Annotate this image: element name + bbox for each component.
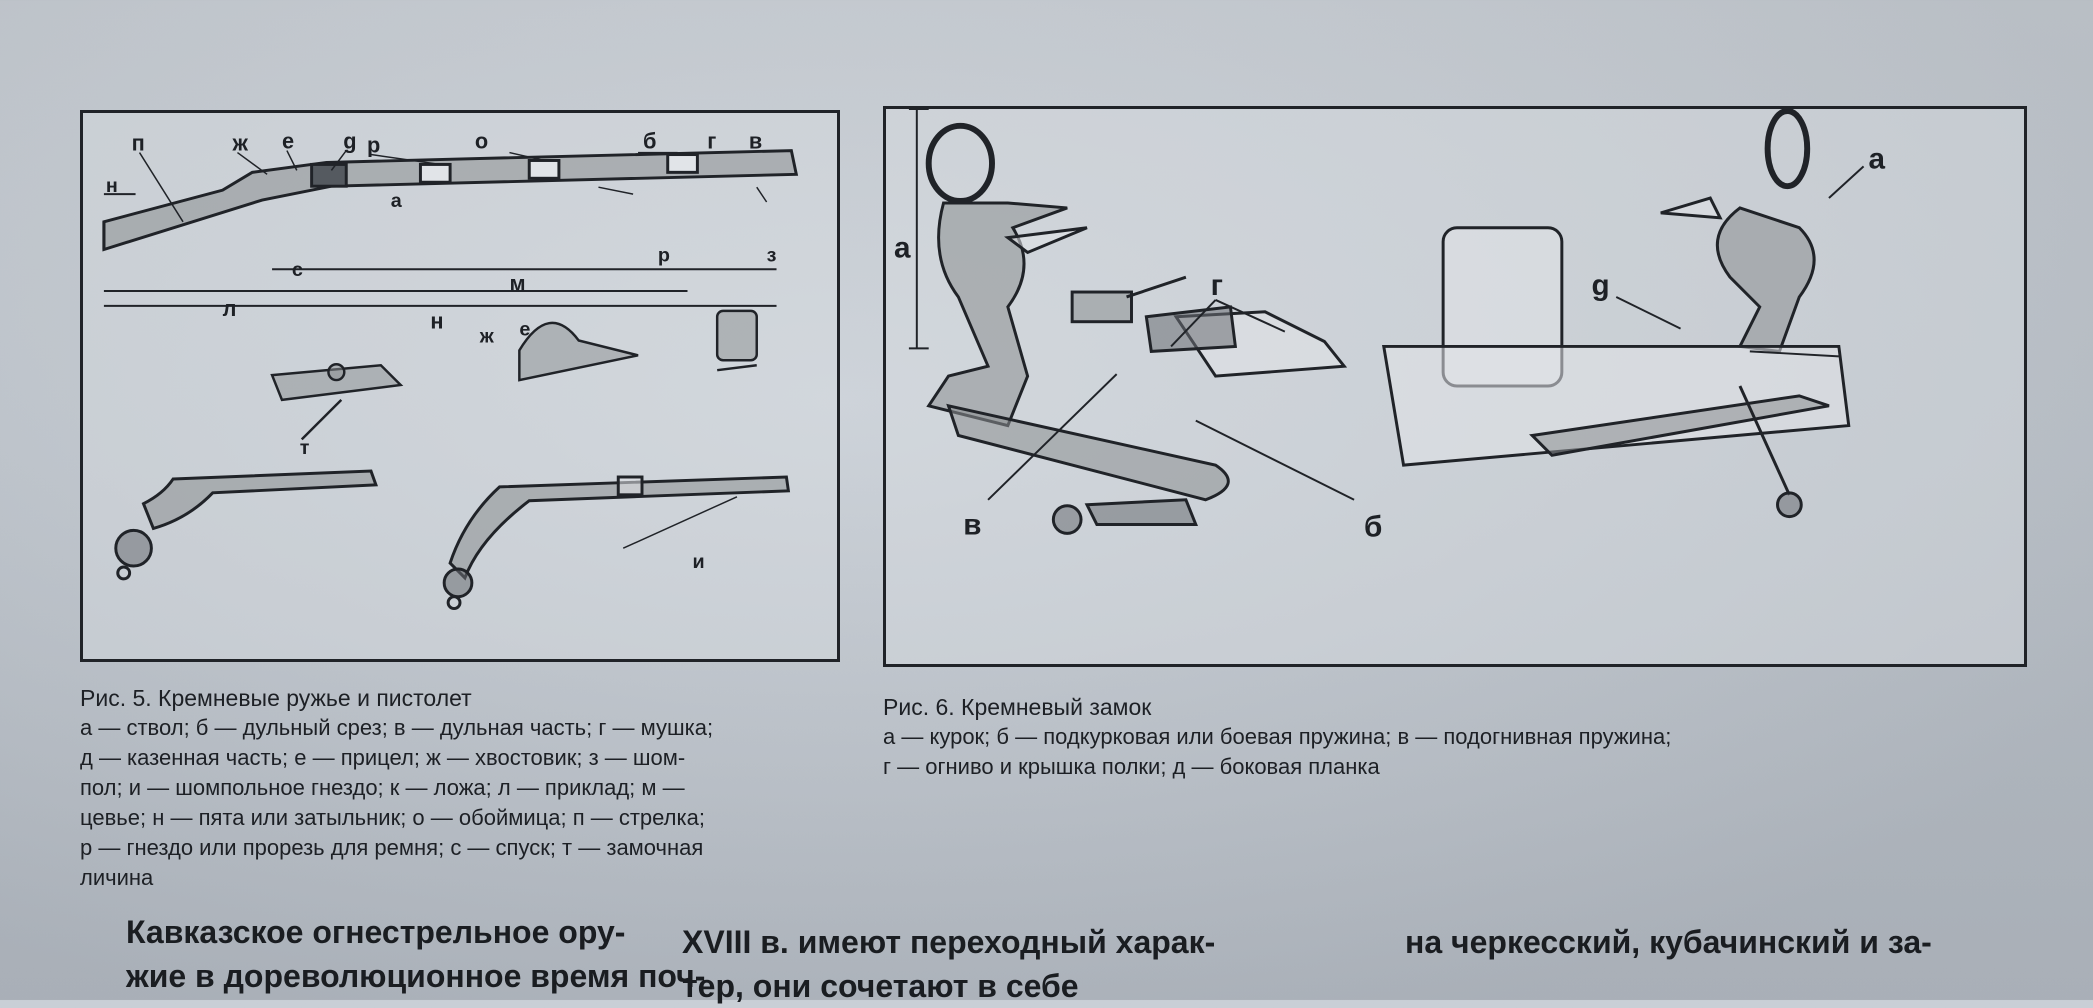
label-n-small: н bbox=[106, 175, 118, 197]
label-g-right: g bbox=[1592, 269, 1610, 302]
label-l: л bbox=[223, 296, 237, 321]
label-e: е bbox=[282, 129, 294, 154]
body-line: XVIII в. имеют переходный харак- bbox=[682, 924, 1216, 960]
label-o: о bbox=[475, 129, 488, 154]
label-v: в bbox=[749, 129, 762, 154]
lock-left-drawing bbox=[925, 122, 1348, 535]
lock-right-drawing bbox=[1382, 109, 1851, 519]
figure-5-caption-line: пол; и — шомпольное гнездо; к — ложа; л … bbox=[80, 775, 685, 800]
label-b: б bbox=[1364, 510, 1382, 543]
figure-6-caption-line: г — огниво и крышка полки; д — боковая п… bbox=[883, 754, 1380, 779]
body-line: на черкесский, кубачинский и за- bbox=[1405, 924, 1932, 960]
label-r: р bbox=[367, 133, 380, 158]
figure-5-caption-line: а — ствол; б — дульный срез; в — дульная… bbox=[80, 715, 714, 740]
figure-5-caption: Рис. 5. Кремневые ружье и пистолет а — с… bbox=[80, 683, 870, 893]
label-t: т bbox=[300, 437, 310, 459]
label-zh2: ж bbox=[479, 325, 495, 347]
label-a: а bbox=[391, 190, 403, 212]
label-a-left: а bbox=[894, 231, 911, 264]
figure-6-frame: а г в б а g bbox=[883, 106, 2027, 667]
label-i: и bbox=[692, 551, 704, 573]
figure-6-caption-line: а — курок; б — подкурковая или боевая пр… bbox=[883, 724, 1672, 749]
figure-5-caption-title: Рис. 5. Кремневые ружье и пистолет bbox=[80, 685, 472, 711]
label-zh: ж bbox=[231, 131, 248, 156]
label-b: б bbox=[643, 129, 656, 154]
body-column-2: XVIII в. имеют переходный харак- тер, он… bbox=[682, 920, 1215, 1008]
figure-5-frame: п ж е g р о б г в а н с м л н з р ж е т … bbox=[80, 110, 840, 662]
label-gh: г bbox=[707, 129, 716, 154]
body-line: Кавказское огнестрельное ору- bbox=[126, 914, 626, 950]
body-line: жие в дореволюционное время поч- bbox=[126, 958, 706, 994]
label-v: в bbox=[963, 508, 981, 541]
body-line: тер, они сочетают в себе bbox=[682, 968, 1079, 1004]
figure-5-caption-line: цевье; н — пята или затыльник; о — обойм… bbox=[80, 805, 705, 830]
figure-5-caption-line: д — казенная часть; е — прицел; ж — хвос… bbox=[80, 745, 686, 770]
figure-5-caption-line: личина bbox=[80, 865, 154, 890]
body-column-3: на черкесский, кубачинский и за- bbox=[1405, 920, 1932, 964]
label-g-top: г bbox=[1211, 269, 1223, 302]
figure-5-illustration: п ж е g р о б г в а н с м л н з р ж е т … bbox=[102, 129, 799, 611]
figure-6-illustration: а г в б а g bbox=[894, 109, 1886, 543]
label-p: п bbox=[132, 131, 145, 156]
label-c: с bbox=[292, 259, 303, 281]
rifle-drawing bbox=[102, 149, 799, 307]
figure-6-caption: Рис. 6. Кремневый замок а — курок; б — п… bbox=[883, 692, 2033, 782]
label-r2: р bbox=[658, 244, 670, 266]
figure-5-caption-line: р — гнездо или прорезь для ремня; с — сп… bbox=[80, 835, 704, 860]
label-e2: е bbox=[519, 319, 530, 341]
label-m: м bbox=[509, 271, 525, 296]
label-z: з bbox=[767, 244, 777, 266]
label-g: g bbox=[343, 129, 356, 154]
pistol-left-drawing bbox=[114, 469, 378, 581]
lock-detail-drawing bbox=[270, 309, 758, 441]
pistol-right-drawing bbox=[442, 475, 791, 611]
label-a-right: а bbox=[1869, 142, 1886, 175]
figure-6-caption-title: Рис. 6. Кремневый замок bbox=[883, 694, 1152, 720]
body-column-1: Кавказское огнестрельное ору- жие в доре… bbox=[126, 910, 705, 998]
figure-6-leaders bbox=[908, 109, 1865, 501]
label-n: н bbox=[430, 309, 443, 334]
